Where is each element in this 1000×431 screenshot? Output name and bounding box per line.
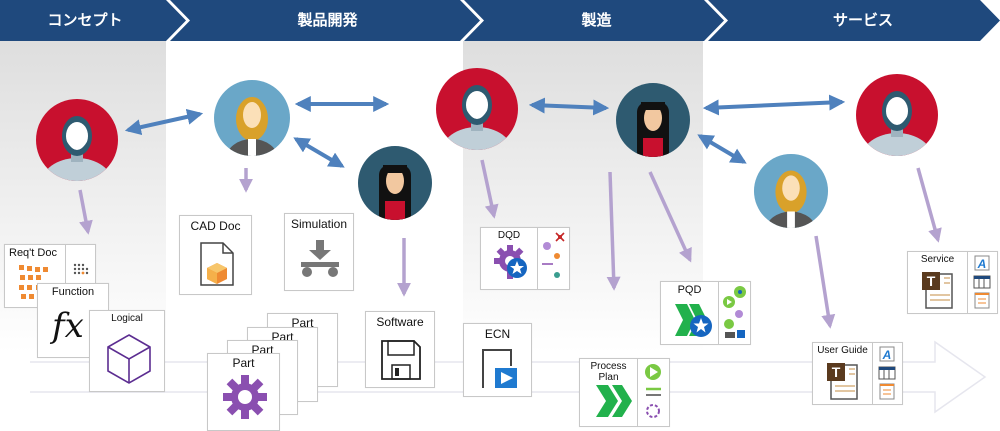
arrow-to-service	[916, 167, 942, 243]
fx-icon: fx	[52, 306, 84, 346]
logical-card[interactable]: Logical	[89, 310, 165, 392]
svg-text:T: T	[832, 364, 841, 380]
load-test-icon	[301, 240, 339, 277]
arrow-mfg-service-woman	[697, 134, 747, 164]
part-label-1: Part	[232, 356, 255, 370]
doc-format-icons: A	[878, 346, 896, 400]
function-label: Function	[51, 286, 95, 298]
simulation-label: Simulation	[290, 217, 348, 231]
ecn-label: ECN	[484, 327, 511, 341]
cad-doc-label: CAD Doc	[190, 219, 241, 233]
dot-matrix-icon	[73, 263, 88, 275]
arrow-mfg-mfg	[528, 97, 610, 116]
arrow-to-dqd	[480, 159, 499, 219]
cube-icon	[107, 334, 151, 384]
gear-icon	[223, 375, 267, 419]
process-icons	[645, 364, 661, 418]
blonde-woman-avatar	[214, 80, 290, 156]
svg-text:T: T	[927, 273, 936, 289]
reqt-doc-side	[65, 245, 95, 307]
bearded-man-avatar	[36, 99, 118, 181]
floppy-disk-icon	[381, 340, 421, 380]
arrow-to-process-plan	[606, 171, 621, 291]
process-plan-card[interactable]: Process Plan	[579, 358, 670, 427]
arrow-concept-dev	[124, 108, 204, 136]
arrow-to-pqd	[648, 171, 692, 263]
software-card[interactable]: Software	[365, 311, 435, 388]
user-guide-label: User Guide	[817, 345, 868, 356]
cad-document-icon	[200, 242, 234, 286]
user-guide-card[interactable]: User Guide T A	[812, 342, 903, 405]
service-side-icons: A	[967, 252, 997, 313]
arrow-to-reqt	[78, 189, 93, 235]
dqd-card[interactable]: DQD	[480, 227, 570, 290]
phase-chevron-concept	[0, 0, 186, 41]
ecn-card[interactable]: ECN	[463, 323, 532, 397]
part-label-4: Part	[291, 316, 314, 330]
arrow-mfg-service	[702, 94, 846, 116]
software-label: Software	[376, 315, 424, 329]
black-hair-woman-avatar	[616, 83, 690, 157]
text-document-icon: T	[827, 363, 858, 400]
phase-banner	[0, 0, 1000, 41]
black-hair-woman-avatar	[358, 146, 432, 220]
quality-icons	[542, 232, 565, 278]
pqd-label: PQD	[677, 284, 702, 296]
phase-manufacturing: 製造	[581, 11, 612, 29]
bearded-man-avatar	[436, 68, 518, 150]
arrow-to-user-guide	[814, 235, 836, 329]
service-card[interactable]: Service T A	[907, 251, 998, 314]
service-label: Service	[920, 254, 955, 265]
blonde-woman-avatar	[753, 153, 829, 229]
pqd-card[interactable]: PQD	[660, 281, 751, 345]
phase-chevron-service	[708, 0, 1000, 41]
phase-chevron-development	[170, 0, 480, 41]
bearded-man-avatar	[856, 74, 938, 156]
phase-development: 製品開発	[297, 11, 358, 29]
change-notice-icon	[482, 349, 517, 388]
phase-chevron-manufacturing	[464, 0, 724, 41]
dqd-label: DQD	[497, 230, 521, 241]
phase-concept: コンセプト	[47, 11, 123, 29]
product-quality-icons	[723, 286, 746, 338]
gear-star-icon	[494, 245, 527, 279]
process-plan-label: Process Plan	[590, 361, 627, 383]
part-card-1[interactable]: Part	[207, 353, 280, 431]
cad-doc-card[interactable]: CAD Doc	[179, 215, 252, 295]
process-plan-side-icons	[637, 359, 669, 426]
dqd-side-icons	[537, 228, 569, 289]
user-guide-side-icons: A	[872, 343, 902, 404]
doc-format-icons: A	[973, 255, 991, 309]
arrow-dev-dev	[293, 137, 345, 168]
phase-service: サービス	[832, 11, 893, 29]
pqd-side-icons	[718, 282, 750, 344]
simulation-card[interactable]: Simulation	[284, 213, 354, 291]
svg-text:A: A	[977, 257, 987, 271]
text-document-icon: T	[922, 272, 953, 309]
double-chevron-icon	[596, 385, 632, 417]
svg-text:A: A	[882, 348, 892, 362]
chevron-star-icon	[675, 304, 712, 337]
logical-label: Logical	[111, 313, 143, 324]
reqt-doc-label: Req't Doc	[9, 247, 57, 259]
